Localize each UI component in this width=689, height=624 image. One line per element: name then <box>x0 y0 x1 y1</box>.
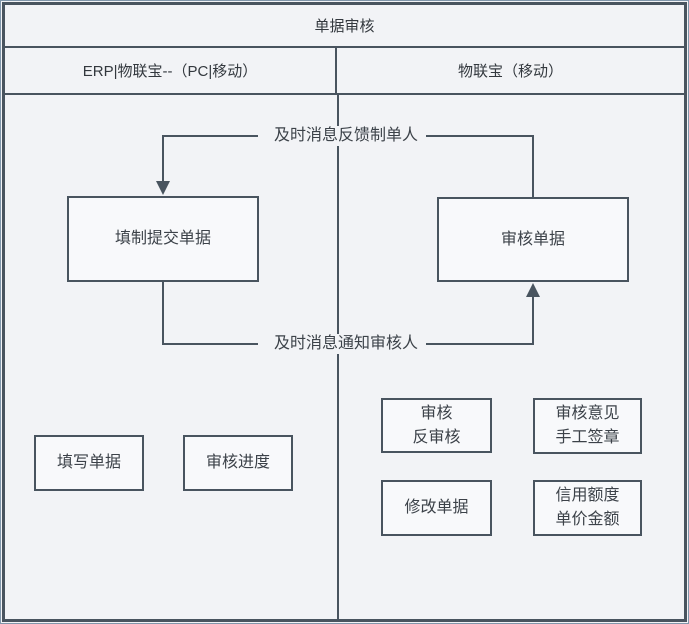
feedback-line-left-horizontal <box>162 135 258 137</box>
feedback-line-right-vertical <box>532 135 534 197</box>
node-review-document-label: 审核单据 <box>500 230 565 248</box>
feedback-connector-label: 及时消息反馈制单人 <box>265 126 427 146</box>
node-approve-line2: 反审核 <box>412 428 461 446</box>
node-credit-line2: 单价金额 <box>555 511 620 528</box>
node-opinion-signature: 审核意见 手工签章 <box>533 398 642 454</box>
node-review-document: 审核单据 <box>437 197 629 282</box>
arrowhead-up-icon <box>526 283 540 297</box>
lane-header-wulianbao: 物联宝（移动） <box>337 48 684 93</box>
feedback-line-right-horizontal <box>426 135 534 137</box>
node-submit-document-label: 填制提交单据 <box>114 230 211 247</box>
node-credit-line1: 信用额度 <box>555 487 620 504</box>
arrowhead-down-icon <box>156 181 170 195</box>
notify-line-left-vertical <box>162 282 164 345</box>
node-opinion-line2: 手工签章 <box>555 429 620 446</box>
lane-header-row: ERP|物联宝--（PC|移动） 物联宝（移动） <box>5 48 684 95</box>
node-fill-document-label: 填写单据 <box>56 454 121 471</box>
node-approve-unapprove: 审核 反审核 <box>381 398 492 453</box>
node-modify-document: 修改单据 <box>381 480 492 536</box>
node-submit-document: 填制提交单据 <box>67 196 259 282</box>
diagram-title: 单据审核 <box>314 18 375 35</box>
notify-line-left-horizontal <box>162 343 258 345</box>
lane-header-erp-label: ERP|物联宝--（PC|移动） <box>82 63 258 80</box>
node-review-progress-label: 审核进度 <box>205 454 270 471</box>
diagram-title-bar: 单据审核 <box>5 5 684 48</box>
node-fill-document: 填写单据 <box>34 435 144 491</box>
node-approve-line1: 审核 <box>420 404 453 422</box>
node-opinion-line1: 审核意见 <box>555 405 620 422</box>
lane-header-erp: ERP|物联宝--（PC|移动） <box>5 48 337 93</box>
node-credit-amount: 信用额度 单价金额 <box>533 480 642 536</box>
notify-line-right-vertical <box>532 295 534 345</box>
feedback-line-left-vertical <box>162 135 164 183</box>
notify-connector-label: 及时消息通知审核人 <box>265 334 427 354</box>
lane-divider <box>337 95 339 621</box>
node-modify-document-label: 修改单据 <box>404 499 469 516</box>
node-review-progress: 审核进度 <box>183 435 293 491</box>
notify-line-right-horizontal <box>426 343 534 345</box>
lane-header-wulianbao-label: 物联宝（移动） <box>457 63 563 80</box>
